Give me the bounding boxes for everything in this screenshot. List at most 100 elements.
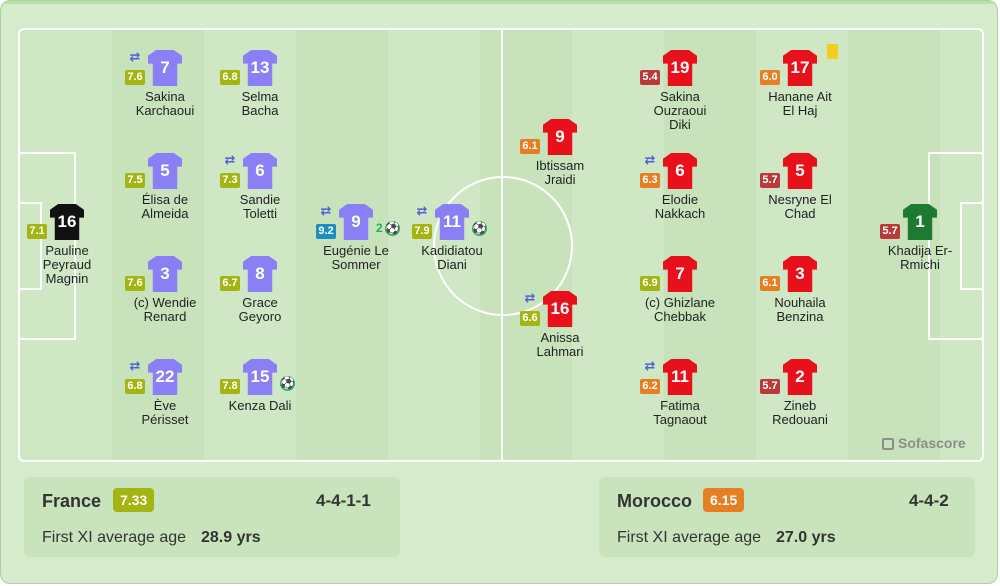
player-away-10[interactable]: 2 5.7 Zineb Redouani <box>745 359 855 427</box>
substitution-icon: ⇄ <box>644 358 656 373</box>
shirt-icon: 9 <box>543 119 577 155</box>
rating-badge: 6.0 <box>760 70 780 85</box>
rating-badge: 6.2 <box>640 379 660 394</box>
goal-icon: ⚽ <box>385 221 400 236</box>
rating-badge: 7.6 <box>125 276 145 291</box>
rating-badge: 7.6 <box>125 70 145 85</box>
player-home-3[interactable]: 3 7.6 (c) Wendie Renard <box>110 256 220 324</box>
player-away-2[interactable]: 9 6.1 Ibtissam Jraidi <box>505 119 615 187</box>
rating-badge: 7.8 <box>220 379 240 394</box>
shirt-icon: 2 <box>783 359 817 395</box>
rating-badge: 5.7 <box>760 173 780 188</box>
player-away-8[interactable]: 16 ⇄ 6.6 Anissa Lahmari <box>505 291 615 359</box>
team-name[interactable]: France <box>42 491 102 511</box>
shirt-icon: 6 <box>663 153 697 189</box>
player-name: Sakina Karchaoui <box>135 89 195 118</box>
shirt-icon: 16 <box>50 204 84 240</box>
player-name: Ève Périsset <box>141 398 189 427</box>
substitution-icon: ⇄ <box>416 203 428 218</box>
goal-count: 2 <box>376 221 383 235</box>
player-home-6[interactable]: 6 ⇄ 7.3 Sandie Toletti <box>205 153 315 221</box>
rating-badge: 6.8 <box>125 379 145 394</box>
team-summary-away: Morocco 6.15 4-4-2 First XI average age … <box>599 477 975 557</box>
player-away-0[interactable]: 19 5.4 Sakina Ouzraoui Diki <box>625 50 735 132</box>
player-home-0[interactable]: 16 7.1 Pauline Peyraud Magnin <box>12 204 122 286</box>
player-away-7[interactable]: 3 6.1 Nouhaila Benzina <box>745 256 855 324</box>
shirt-icon: 13 <box>243 50 277 86</box>
player-name: Fatima Tagnaout <box>653 398 707 427</box>
player-home-4[interactable]: 22 ⇄ 6.8 Ève Périsset <box>110 359 220 427</box>
rating-badge: 5.7 <box>880 224 900 239</box>
player-away-6[interactable]: 7 6.9 (c) Ghizlane Chebbak <box>625 256 735 324</box>
player-home-1[interactable]: 7 ⇄ 7.6 Sakina Karchaoui <box>110 50 220 118</box>
substitution-icon: ⇄ <box>524 290 536 305</box>
rating-badge: 6.1 <box>760 276 780 291</box>
player-away-3[interactable]: 6 ⇄ 6.3 Elodie Nakkach <box>625 153 735 221</box>
sofascore-logo: Sofascore <box>882 435 966 451</box>
logo-text: Sofascore <box>898 435 966 451</box>
goal-icon: ⚽ <box>280 376 295 391</box>
player-name: Anissa Lahmari <box>536 330 584 359</box>
rating-badge: 6.7 <box>220 276 240 291</box>
rating-badge: 7.9 <box>412 224 432 239</box>
shirt-icon: 19 <box>663 50 697 86</box>
player-name: Selma Bacha <box>241 89 279 118</box>
player-name: Sandie Toletti <box>239 192 281 221</box>
player-name: Élisa de Almeida <box>141 192 189 221</box>
substitution-icon: ⇄ <box>129 358 141 373</box>
player-name: Nesryne El Chad <box>768 192 832 221</box>
player-name: Ibtissam Jraidi <box>535 158 585 187</box>
shirt-icon: 11 <box>435 204 469 240</box>
player-home-8[interactable]: 15 7.8 ⚽ Kenza Dali <box>205 359 315 413</box>
shirt-icon: 8 <box>243 256 277 292</box>
player-home-10[interactable]: 11 ⇄ 7.9 ⚽ Kadidiatou Diani <box>397 204 507 272</box>
average-age-value: 27.0 yrs <box>776 529 836 546</box>
player-away-1[interactable]: 17 6.0 Hanane Ait El Haj <box>745 44 855 118</box>
player-name: Grace Geyoro <box>238 295 282 324</box>
rating-badge: 5.4 <box>640 70 660 85</box>
rating-badge: 6.8 <box>220 70 240 85</box>
player-away-5[interactable]: 1 5.7 Khadija Er- Rmichi <box>865 204 975 272</box>
player-name: Pauline Peyraud Magnin <box>42 243 92 286</box>
player-home-7[interactable]: 8 6.7 Grace Geyoro <box>205 256 315 324</box>
rating-badge: 9.2 <box>316 224 336 239</box>
player-away-9[interactable]: 11 ⇄ 6.2 Fatima Tagnaout <box>625 359 735 427</box>
player-home-2[interactable]: 5 7.5 Élisa de Almeida <box>110 153 220 221</box>
shirt-icon: 5 <box>148 153 182 189</box>
substitution-icon: ⇄ <box>224 152 236 167</box>
player-name: (c) Ghizlane Chebbak <box>644 295 716 324</box>
rating-badge: 6.3 <box>640 173 660 188</box>
shirt-icon: 7 <box>663 256 697 292</box>
top-divider <box>1 1 997 4</box>
player-name: Zineb Redouani <box>772 398 828 427</box>
center-circle <box>433 176 573 316</box>
average-age-value: 28.9 yrs <box>201 529 261 546</box>
player-name: Nouhaila Benzina <box>774 295 826 324</box>
formation: 4-4-2 <box>909 491 949 510</box>
team-rating-badge: 6.15 <box>703 488 745 512</box>
player-away-4[interactable]: 5 5.7 Nesryne El Chad <box>745 153 855 221</box>
shirt-icon: 15 <box>243 359 277 395</box>
goal-icon: ⚽ <box>472 221 487 236</box>
shirt-icon: 5 <box>783 153 817 189</box>
substitution-icon: ⇄ <box>644 152 656 167</box>
sofascore-logo-icon <box>882 438 894 450</box>
player-name: Elodie Nakkach <box>654 192 706 221</box>
player-name: Hanane Ait El Haj <box>768 89 832 118</box>
player-home-5[interactable]: 13 6.8 Selma Bacha <box>205 50 315 118</box>
left-penalty-box <box>20 152 76 340</box>
pitch <box>18 28 984 462</box>
formation: 4-4-1-1 <box>316 491 371 510</box>
rating-badge: 7.3 <box>220 173 240 188</box>
rating-badge: 6.6 <box>520 311 540 326</box>
player-name: Kadidiatou Diani <box>421 243 483 272</box>
player-name: Eugénie Le Sommer <box>323 243 389 272</box>
rating-badge: 6.1 <box>520 139 540 154</box>
shirt-icon: 11 <box>663 359 697 395</box>
player-name: (c) Wendie Renard <box>133 295 197 324</box>
shirt-icon: 3 <box>148 256 182 292</box>
rating-badge: 5.7 <box>760 379 780 394</box>
player-home-9[interactable]: 9 ⇄ 9.2 2 ⚽ Eugénie Le Sommer <box>301 204 411 272</box>
team-name[interactable]: Morocco <box>617 491 693 511</box>
